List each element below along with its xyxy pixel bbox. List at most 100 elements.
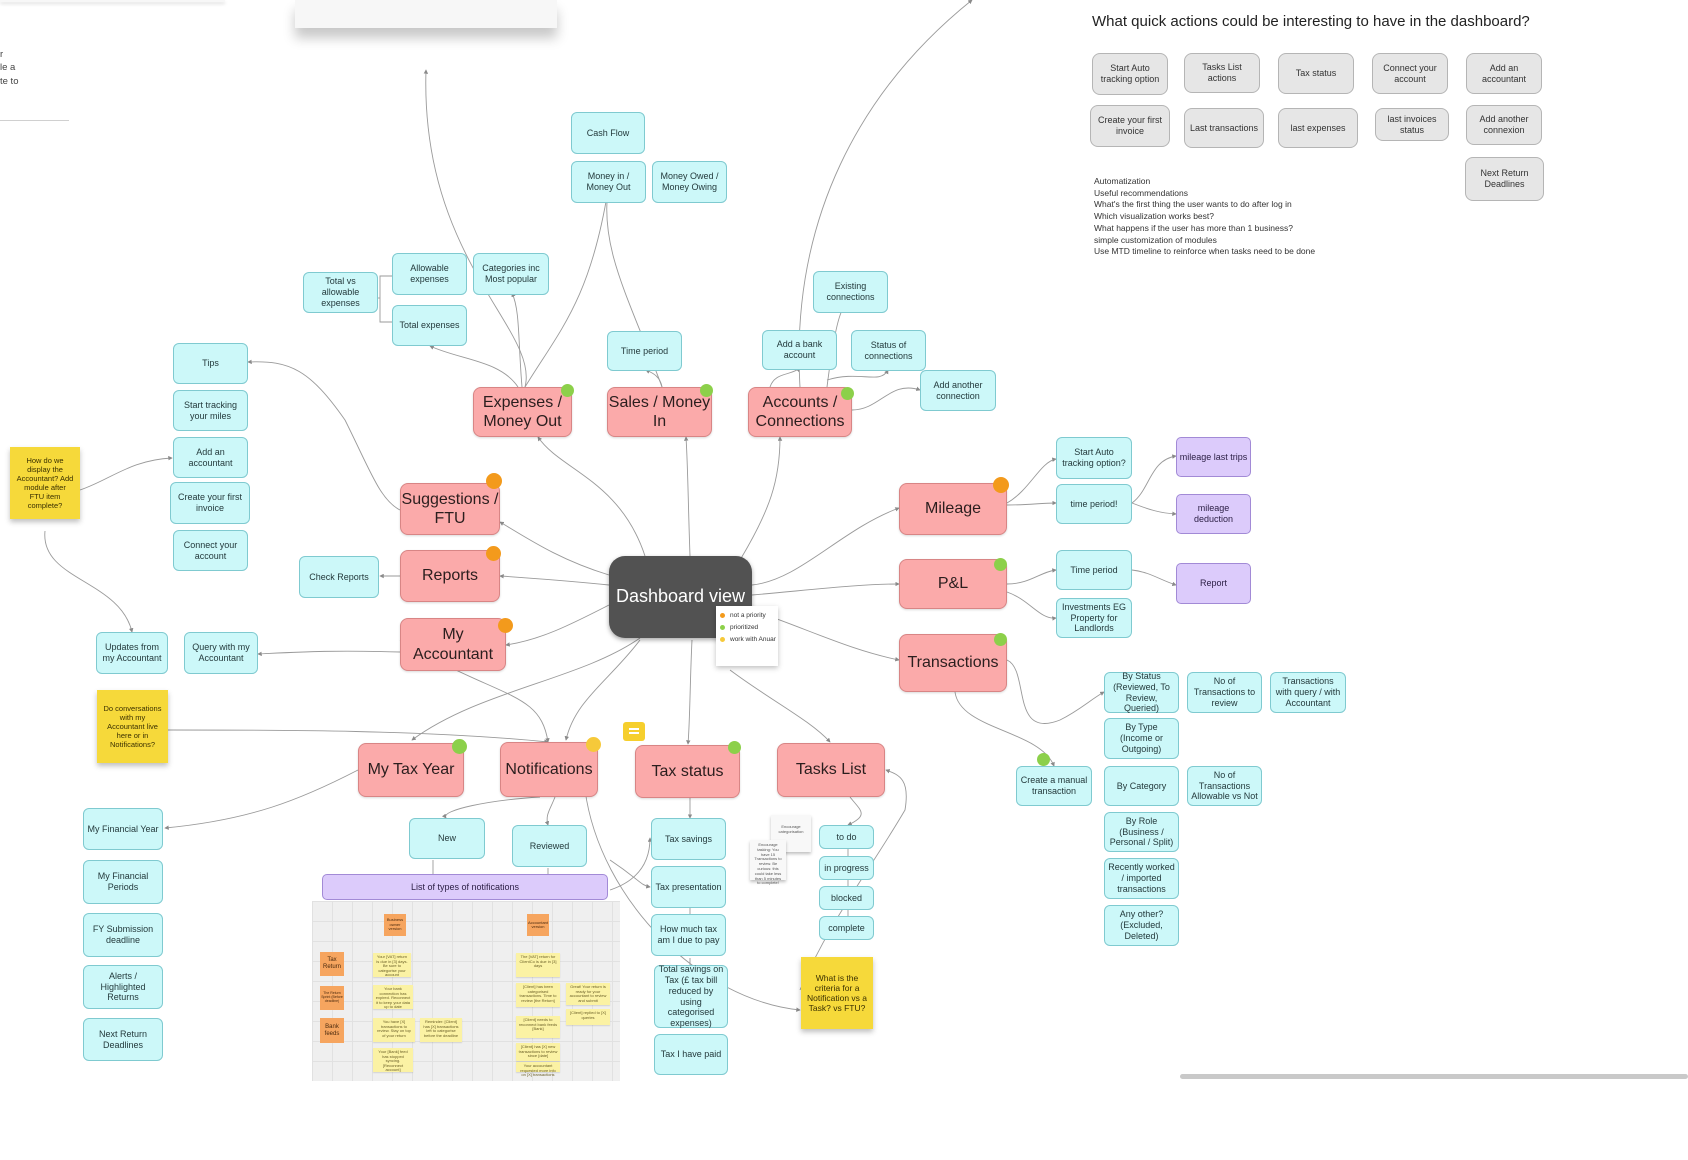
edge: [537, 436, 646, 557]
my-accountant-node[interactable]: My Accountant: [400, 618, 506, 671]
add-accountant-node[interactable]: Add an accountant: [173, 437, 248, 478]
tx-query-node[interactable]: Transactions with query / with Accountan…: [1270, 672, 1346, 713]
qa-last-expenses-button[interactable]: last expenses: [1278, 108, 1358, 148]
create-invoice-node[interactable]: Create your first invoice: [170, 482, 250, 524]
prioritized-dot-icon: [994, 558, 1007, 571]
recently-worked-node[interactable]: Recently worked / imported transactions: [1104, 858, 1179, 899]
total-vs-allowable-node[interactable]: Total vs allowable expenses: [303, 272, 378, 313]
note-line: simple customization of modules: [1094, 234, 1217, 245]
mileage-node[interactable]: Mileage: [899, 483, 1007, 535]
pnl-time-period-node[interactable]: Time period: [1056, 550, 1132, 590]
conversations-sticky[interactable]: Do conversations with my Accountant live…: [97, 690, 168, 763]
legend-swatch-icon: [720, 613, 725, 618]
updates-accountant-node[interactable]: Updates from my Accountant: [96, 632, 168, 674]
sales-node[interactable]: Sales / Money In: [607, 387, 712, 437]
reports-node[interactable]: Reports: [400, 550, 500, 602]
edge: [769, 367, 801, 388]
query-accountant-node[interactable]: Query with my Accountant: [184, 632, 258, 674]
legend-item: work with Anuar: [720, 636, 776, 643]
in-progress-node[interactable]: in progress: [819, 856, 874, 880]
by-type-node[interactable]: By Type (Income or Outgoing): [1104, 718, 1179, 759]
my-financial-periods-node[interactable]: My Financial Periods: [83, 860, 163, 904]
mileage-deduction-node[interactable]: mileage deduction: [1176, 494, 1251, 534]
expenses-node[interactable]: Expenses / Money Out: [473, 387, 572, 437]
suggestions-node[interactable]: Suggestions / FTU: [400, 483, 500, 535]
complete-node[interactable]: complete: [819, 916, 874, 940]
add-bank-node[interactable]: Add a bank account: [762, 330, 837, 370]
accountant-display-sticky[interactable]: How do we display the Accountant? Add mo…: [10, 447, 80, 519]
qa-tax-status-button[interactable]: Tax status: [1278, 53, 1354, 94]
encourage-detail-note: Encourage tasking: You have 15 Transacti…: [750, 840, 786, 885]
tax-presentation-node[interactable]: Tax presentation: [651, 866, 726, 908]
prioritized-dot-icon: [1037, 753, 1050, 766]
connect-account-node[interactable]: Connect your account: [173, 530, 248, 571]
qa-next-return-button[interactable]: Next Return Deadlines: [1465, 157, 1544, 201]
sales-time-period-node[interactable]: Time period: [607, 331, 682, 371]
qa-last-invoices-button[interactable]: last invoices status: [1375, 108, 1449, 141]
edge: [751, 507, 900, 586]
tips-node[interactable]: Tips: [173, 343, 248, 384]
qa-start-auto-tracking-button[interactable]: Start Auto tracking option: [1092, 53, 1168, 95]
notification-example: Your [VAT] return is due in [3] days. Be…: [373, 953, 411, 977]
by-role-node[interactable]: By Role (Business / Personal / Split): [1104, 812, 1179, 852]
check-reports-node[interactable]: Check Reports: [299, 556, 379, 598]
start-tracking-miles-node[interactable]: Start tracking your miles: [173, 390, 248, 431]
report-node[interactable]: Report: [1176, 563, 1251, 604]
transactions-node[interactable]: Transactions: [899, 634, 1007, 692]
notification-example: [Client] has been categorised transactio…: [516, 983, 560, 1007]
total-expenses-node[interactable]: Total expenses: [392, 305, 467, 346]
auto-tracking-node[interactable]: Start Auto tracking option?: [1056, 437, 1132, 479]
no-to-review-node[interactable]: No of Transactions to review: [1187, 672, 1262, 713]
pnl-node[interactable]: P&L: [899, 559, 1007, 609]
reviewed-node[interactable]: Reviewed: [512, 825, 587, 867]
money-owed-node[interactable]: Money Owed / Money Owing: [652, 161, 727, 203]
tax-savings-node[interactable]: Tax savings: [651, 818, 726, 860]
create-manual-node[interactable]: Create a manual transaction: [1016, 766, 1092, 806]
grid-column-header: Business owner version: [384, 914, 406, 936]
criteria-sticky[interactable]: What is the criteria for a Notification …: [801, 957, 873, 1029]
blocked-node[interactable]: blocked: [819, 886, 874, 910]
status-connections-node[interactable]: Status of connections: [851, 330, 926, 371]
new-node[interactable]: New: [409, 818, 485, 859]
existing-connections-node[interactable]: Existing connections: [813, 271, 888, 313]
fy-submission-node[interactable]: FY Submission deadline: [83, 913, 163, 957]
by-status-node[interactable]: By Status (Reviewed, To Review, Queried): [1104, 671, 1179, 713]
alerts-node[interactable]: Alerts / Highlighted Returns: [83, 965, 163, 1009]
legend-swatch-icon: [720, 625, 725, 630]
not-priority-dot-icon: [498, 618, 513, 633]
qa-add-connexion-button[interactable]: Add another connexion: [1466, 105, 1542, 145]
money-in-out-node[interactable]: Money in / Money Out: [571, 161, 646, 203]
by-category-node[interactable]: By Category: [1104, 766, 1179, 806]
tax-paid-node[interactable]: Tax I have paid: [654, 1034, 728, 1075]
allowable-expenses-node[interactable]: Allowable expenses: [392, 253, 467, 295]
investments-node[interactable]: Investments EG Property for Landlords: [1056, 598, 1132, 638]
qa-last-transactions-button[interactable]: Last transactions: [1184, 108, 1264, 148]
mileage-time-period-node[interactable]: time period!: [1056, 484, 1132, 524]
tasks-list-node[interactable]: Tasks List: [777, 743, 885, 797]
comment-icon[interactable]: [623, 722, 645, 741]
add-connection-node[interactable]: Add another connection: [920, 370, 996, 411]
categories-node[interactable]: Categories inc Most popular: [473, 253, 549, 295]
to-do-node[interactable]: to do: [819, 825, 874, 849]
mileage-last-trips-node[interactable]: mileage last trips: [1176, 437, 1251, 477]
edge: [257, 650, 401, 657]
next-return-node[interactable]: Next Return Deadlines: [83, 1018, 163, 1061]
my-financial-year-node[interactable]: My Financial Year: [83, 808, 163, 850]
accounts-node[interactable]: Accounts / Connections: [748, 387, 852, 437]
edge: [751, 581, 900, 596]
how-much-tax-node[interactable]: How much tax am I due to pay: [651, 914, 726, 956]
qa-create-invoice-button[interactable]: Create your first invoice: [1090, 105, 1170, 147]
qa-add-accountant-button[interactable]: Add an accountant: [1466, 53, 1542, 94]
cash-flow-node[interactable]: Cash Flow: [571, 112, 645, 154]
my-tax-year-node[interactable]: My Tax Year: [358, 743, 464, 797]
qa-tasks-list-button[interactable]: Tasks List actions: [1184, 53, 1260, 93]
horizontal-scrollbar[interactable]: [1180, 1074, 1688, 1079]
notification-types-node[interactable]: List of types of notifications: [322, 874, 608, 900]
notifications-node[interactable]: Notifications: [500, 742, 598, 797]
total-savings-node[interactable]: Total savings on Tax (£ tax bill reduced…: [654, 964, 728, 1028]
any-other-node[interactable]: Any other? (Excluded, Deleted): [1104, 905, 1179, 946]
tax-status-node[interactable]: Tax status: [635, 745, 740, 798]
no-allowable-node[interactable]: No of Transactions Allowable vs Not: [1187, 766, 1262, 806]
qa-connect-account-button[interactable]: Connect your account: [1372, 53, 1448, 94]
